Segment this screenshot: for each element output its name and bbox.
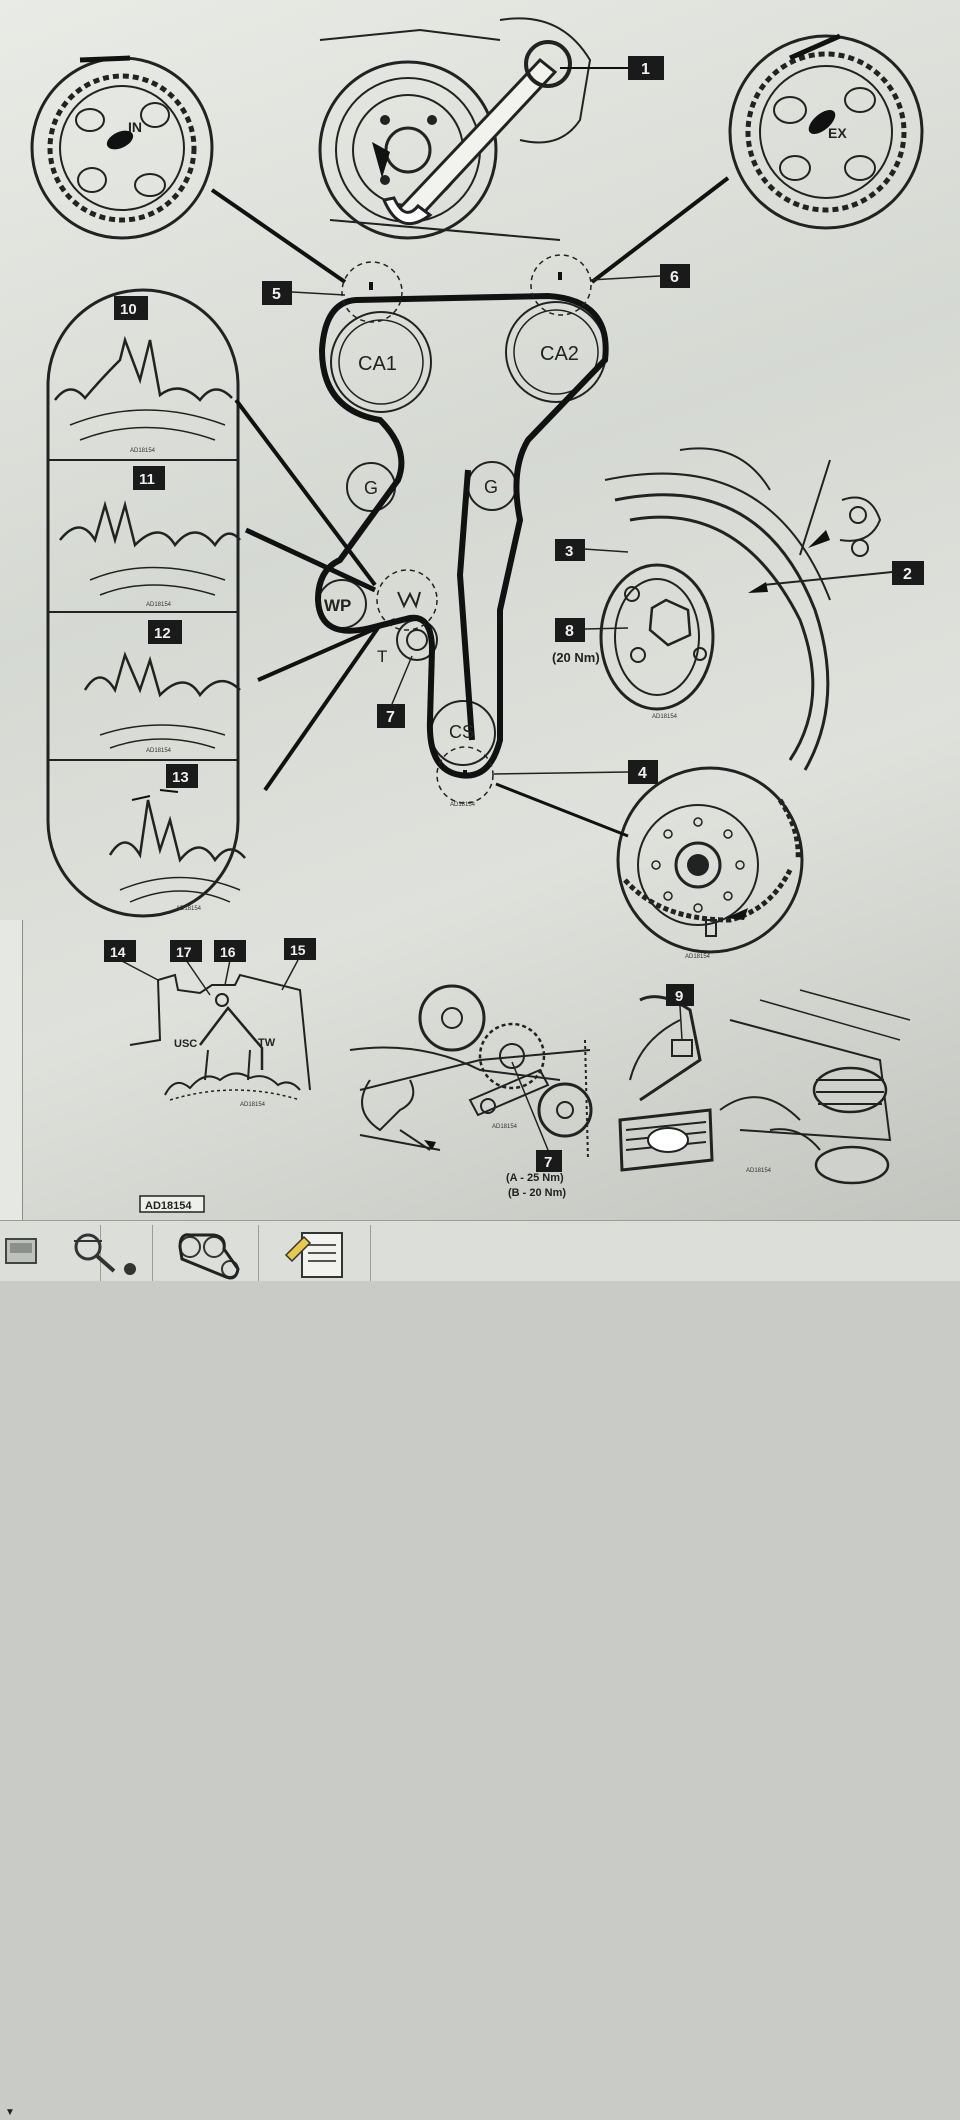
callout-17: 17 xyxy=(170,940,202,962)
callout-3-label: 3 xyxy=(565,543,573,560)
crank-sprocket-detail: AD18154 xyxy=(495,766,804,960)
callout-14: 14 xyxy=(104,940,136,962)
crank-wrench-detail xyxy=(318,17,628,241)
callout-5: 5 xyxy=(262,281,292,305)
label-t: T xyxy=(377,647,387,666)
label-in: IN xyxy=(128,119,142,135)
callout-13-label: 13 xyxy=(172,769,189,786)
callout-11-label: 11 xyxy=(139,471,155,488)
callout-5-label: 5 xyxy=(272,286,281,303)
figure-code-12: AD18154 xyxy=(146,748,172,754)
timing-belt-diagram: IN EX xyxy=(30,17,924,1213)
figure-code-sprocket: AD18154 xyxy=(685,954,711,960)
callout-6: 6 xyxy=(660,264,690,288)
figure-code-pulley: AD18154 xyxy=(652,714,678,720)
callout-8-label: 8 xyxy=(565,623,574,640)
label-ca2: CA2 xyxy=(540,343,579,365)
magnifier-icon xyxy=(74,1233,136,1275)
belt-route-icon xyxy=(178,1233,240,1280)
callout-1: 1 xyxy=(628,56,664,80)
callout-7-main: 7 xyxy=(377,704,405,728)
callout-6-label: 6 xyxy=(670,269,679,286)
callout-1-label: 1 xyxy=(641,61,650,78)
belt-route: CA1 CA2 G G WP T CS AD18154 xyxy=(291,254,661,808)
label-ex: EX xyxy=(828,125,847,141)
toolbar-button-belt[interactable] xyxy=(152,1225,259,1281)
torque-bolt-7a: (A - 25 Nm) xyxy=(506,1172,564,1184)
bottom-toolbar xyxy=(0,1220,960,1281)
label-g-right: G xyxy=(484,477,498,497)
callout-3: 3 xyxy=(555,539,585,561)
callout-8: 8 xyxy=(555,618,585,642)
label-cs: CS xyxy=(449,722,474,742)
figure-code-label: AD18154 xyxy=(145,1200,192,1212)
callout-11: 11 xyxy=(133,466,165,490)
tensioner-detail: (A - 25 Nm) (B - 20 Nm) AD18154 xyxy=(349,984,593,1199)
figure-code-13: AD18154 xyxy=(176,906,202,912)
torque-bolt-7b: (B - 20 Nm) xyxy=(508,1187,566,1199)
left-scrollbar[interactable]: ▼ xyxy=(0,920,23,2118)
callout-9: 9 xyxy=(666,984,694,1006)
callout-14-label: 14 xyxy=(110,944,126,960)
callout-17-label: 17 xyxy=(176,944,192,960)
figure-code-main: AD18154 xyxy=(450,802,476,808)
figure-code-11: AD18154 xyxy=(146,602,172,608)
vehicle-icon xyxy=(5,1238,37,1264)
callout-7-detail: 7 xyxy=(536,1150,562,1172)
callout-15-label: 15 xyxy=(290,942,306,958)
figure-code-box: AD18154 xyxy=(139,1195,205,1213)
callout-15: 15 xyxy=(284,938,316,960)
callout-4: 4 xyxy=(628,760,658,784)
callout-7-main-label: 7 xyxy=(386,709,395,726)
engine-mount-detail: AD18154 xyxy=(618,989,911,1185)
callout-4-label: 4 xyxy=(638,765,647,782)
scroll-down-arrow-icon[interactable]: ▼ xyxy=(5,2107,15,2118)
callout-9-label: 9 xyxy=(675,988,683,1005)
torque-bolt-8: (20 Nm) xyxy=(552,650,600,665)
exhaust-cam-detail: EX xyxy=(590,33,924,284)
intake-cam-detail: IN xyxy=(30,55,347,284)
callout-12-label: 12 xyxy=(154,625,171,642)
toolbar-button-vehicle[interactable] xyxy=(0,1225,101,1281)
label-g-left: G xyxy=(364,478,378,498)
toolbar-button-inspect[interactable] xyxy=(44,1225,153,1281)
callout-2-label: 2 xyxy=(903,566,912,583)
figure-code-belt: AD18154 xyxy=(240,1102,266,1108)
figure-code-engine: AD18154 xyxy=(746,1168,772,1174)
callouts: 1 2 3 4 5 6 7 7 8 9 10 11 12 13 14 17 16… xyxy=(104,56,924,1172)
label-tw: TW xyxy=(258,1037,276,1049)
callout-16-label: 16 xyxy=(220,944,236,960)
figure-code-tensioner: AD18154 xyxy=(492,1124,518,1130)
callout-10: 10 xyxy=(114,296,148,320)
belt-tooth-section: USC TW AD18154 xyxy=(119,959,311,1108)
toolbar-button-notes[interactable] xyxy=(258,1225,371,1281)
callout-16: 16 xyxy=(214,940,246,962)
callout-13: 13 xyxy=(166,764,198,788)
tooth-wear-panel: AD18154 AD18154 AD18154 AD18154 xyxy=(46,288,396,918)
label-ca1: CA1 xyxy=(358,353,397,375)
callout-2: 2 xyxy=(892,561,924,585)
crank-pulley-detail: (20 Nm) AD18154 xyxy=(552,447,893,771)
figure-code-10: AD18154 xyxy=(130,448,156,454)
callout-12: 12 xyxy=(148,620,182,644)
callout-7-detail-label: 7 xyxy=(544,1154,552,1171)
notes-edit-icon xyxy=(284,1232,343,1278)
label-wp: WP xyxy=(324,596,351,615)
callout-10-label: 10 xyxy=(120,301,137,318)
label-usc: USC xyxy=(174,1038,197,1050)
